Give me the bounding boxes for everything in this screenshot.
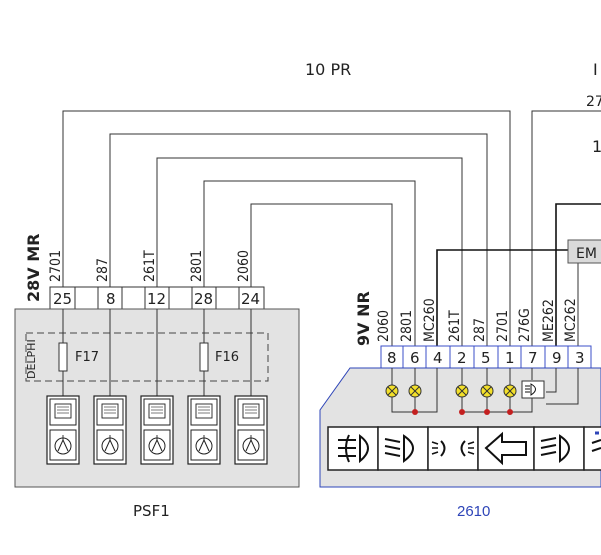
fog-lamp-switch-icon (327, 426, 379, 471)
right-wire-code: MC260 (422, 298, 438, 342)
right-pin: 2 (457, 349, 467, 367)
right-pin: 9 (552, 349, 562, 367)
left-wire-code: 287 (95, 258, 111, 282)
low-beam-switch-icon (377, 426, 429, 471)
right-wire-code: ME262 (541, 299, 557, 342)
right-wire-codes: 2060 2801 MC260 261T 287 2701 276G ME262… (376, 298, 579, 342)
right-wire-code: 261T (447, 310, 463, 342)
top-right-label-3: 1 (592, 137, 601, 156)
right-pin: 7 (528, 349, 538, 367)
left-pin: 28 (194, 290, 213, 308)
em-box (567, 239, 601, 264)
psf1-brand: DELPHI (25, 339, 38, 379)
left-wire-code: 261T (142, 250, 158, 282)
right-pin: 4 (433, 349, 443, 367)
panel-2610 (319, 367, 601, 488)
position-lights-switch-icon (427, 426, 479, 471)
right-wire-code: 287 (472, 318, 488, 342)
top-right-label-1: I (593, 60, 598, 79)
left-pin: 8 (106, 290, 116, 308)
right-pin: 6 (410, 349, 420, 367)
left-wire-code: 2801 (189, 250, 205, 282)
left-wire-codes: 2701 287 261T 2801 2060 (48, 250, 252, 282)
top-right-label-2: 27 (586, 94, 601, 110)
right-pin: 1 (505, 349, 515, 367)
psf1-module: DELPHI F17 F16 (14, 308, 300, 488)
left-wire-code: 2701 (48, 250, 64, 282)
bundle-label: 10 PR (305, 60, 351, 79)
wire-bundle (62, 110, 601, 346)
panel-name: 2610 (457, 503, 490, 520)
cut-off-switch-icon (583, 426, 601, 471)
right-wire-code: 2060 (376, 310, 392, 342)
left-pin: 12 (147, 290, 166, 308)
left-connector-label: 28V MR (24, 234, 43, 302)
fuse-f17 (58, 342, 68, 372)
left-wire-code: 2060 (236, 250, 252, 282)
right-connector-label: 9V NR (354, 291, 373, 346)
headlamp-indicator-icon (521, 380, 545, 399)
right-wire-code: 2801 (399, 310, 415, 342)
right-pin: 3 (575, 349, 585, 367)
right-wire-code: 276G (517, 308, 533, 342)
left-pin: 25 (53, 290, 72, 308)
right-connector-pins: 8 6 4 2 5 1 7 9 3 (380, 345, 592, 369)
fuse-label: F17 (75, 350, 99, 365)
right-wire-code: MC262 (563, 298, 579, 342)
left-connector-pins: 25 8 12 28 24 (49, 286, 265, 310)
right-pin: 8 (387, 349, 397, 367)
fuse-f16 (199, 342, 209, 372)
right-wire-code: 2701 (495, 310, 511, 342)
main-beam-switch-icon (533, 426, 585, 471)
psf1-name: PSF1 (133, 502, 170, 520)
left-pin: 24 (241, 290, 260, 308)
em-label: EM (576, 246, 597, 262)
fuse-label: F16 (215, 350, 239, 365)
arrow-left-switch-icon (477, 426, 535, 471)
right-pin: 5 (481, 349, 491, 367)
